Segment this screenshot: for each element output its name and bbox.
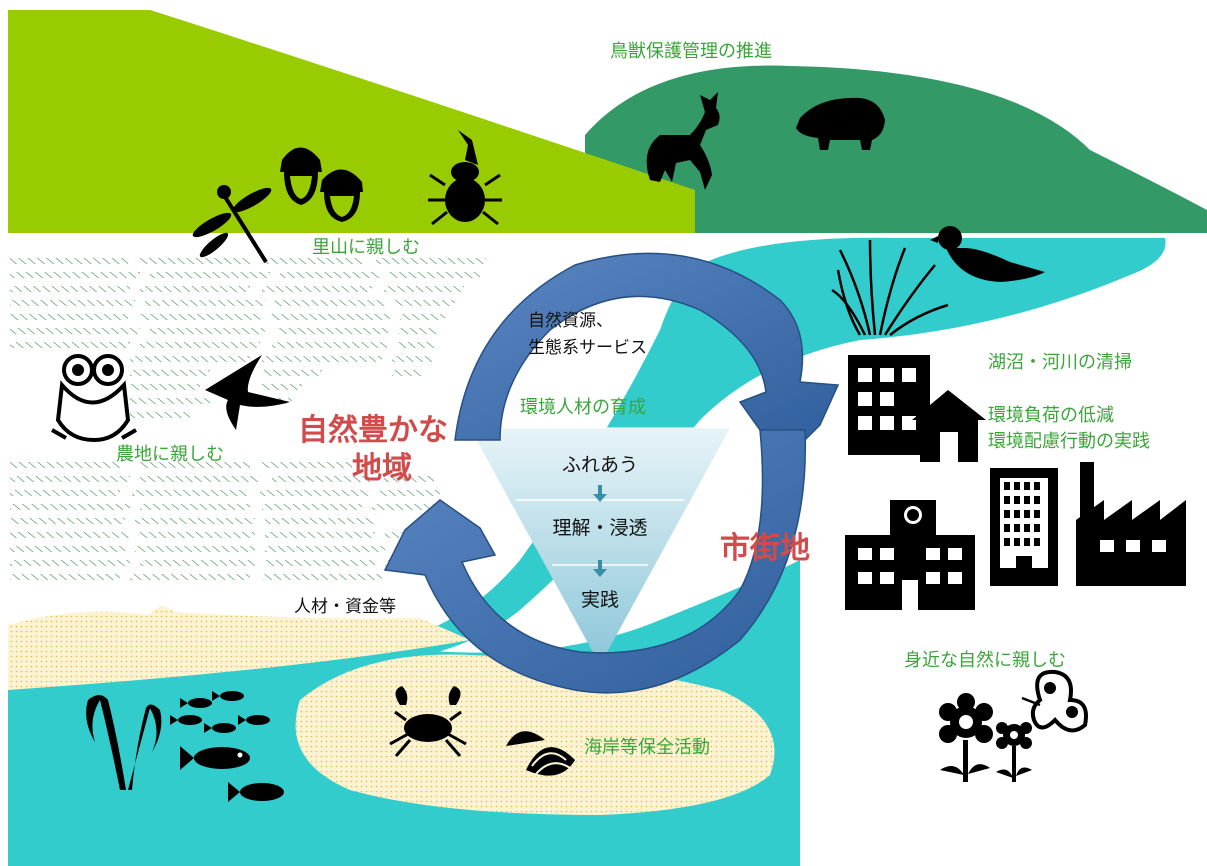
swallow-icon xyxy=(205,355,290,430)
label-env-load-reduction: 環境負荷の低減 xyxy=(988,405,1114,426)
dragonfly-icon xyxy=(192,185,272,264)
sand-top xyxy=(8,606,470,690)
label-nearby-nature: 身近な自然に親しむ xyxy=(904,650,1066,671)
learning-pyramid xyxy=(470,428,730,665)
fish-icon xyxy=(170,691,270,733)
label-satoyama: 里山に親しむ xyxy=(312,237,420,258)
boar-icon xyxy=(796,97,885,150)
label-people-funds: 人材・資金等 xyxy=(294,597,396,617)
seaweed-icon xyxy=(86,695,162,790)
label-lakes-rivers: 湖沼・河川の清掃 xyxy=(988,352,1132,373)
frog-icon xyxy=(51,354,137,443)
fish-icon xyxy=(180,746,250,770)
house-icon xyxy=(912,390,986,462)
forest-hill xyxy=(585,65,1207,233)
cycle-arrow-top xyxy=(454,252,840,451)
factory-icon xyxy=(1076,462,1186,586)
fish-icon xyxy=(228,782,284,802)
label-nature-area-line2: 地域 xyxy=(352,451,412,486)
label-ecosystem-services: 生態系サービス xyxy=(528,338,647,358)
label-urban-area: 市街地 xyxy=(720,531,810,566)
cycle-arrow-bottom xyxy=(383,429,807,694)
pyramid-level-1: ふれあう xyxy=(561,454,638,476)
clam-icon xyxy=(506,731,575,776)
flower-icon xyxy=(996,722,1032,782)
label-farmland: 農地に親しむ xyxy=(116,444,224,465)
tower-icon xyxy=(990,468,1058,586)
pyramid-heading: 環境人材の育成 xyxy=(520,397,646,418)
pyramid-level-2: 理解・浸透 xyxy=(552,517,648,539)
flower-icon xyxy=(939,693,993,782)
deer-icon xyxy=(646,92,720,190)
quail-icon xyxy=(930,226,1045,282)
beetle-icon xyxy=(428,130,502,226)
label-env-conscious-action: 環境配慮行動の実践 xyxy=(988,431,1150,452)
label-natural-resources: 自然資源、 xyxy=(528,311,613,331)
school-icon xyxy=(845,500,975,610)
pyramid-arrow-down xyxy=(593,485,607,577)
label-coast-conservation: 海岸等保全活動 xyxy=(584,737,710,758)
building-icon xyxy=(848,355,930,455)
pyramid-level-3: 実践 xyxy=(580,589,619,611)
label-nature-area-line1: 自然豊かな xyxy=(298,413,448,448)
butterfly-icon xyxy=(1021,669,1088,733)
acorn-icon xyxy=(320,169,363,222)
rice-field-hatching xyxy=(10,258,486,580)
label-wildlife-management: 鳥獣保護管理の推進 xyxy=(610,41,772,62)
satoyama-hill-front xyxy=(8,10,695,233)
acorn-icon xyxy=(280,147,322,205)
crab-icon xyxy=(389,686,467,757)
grass-icon xyxy=(831,239,949,336)
